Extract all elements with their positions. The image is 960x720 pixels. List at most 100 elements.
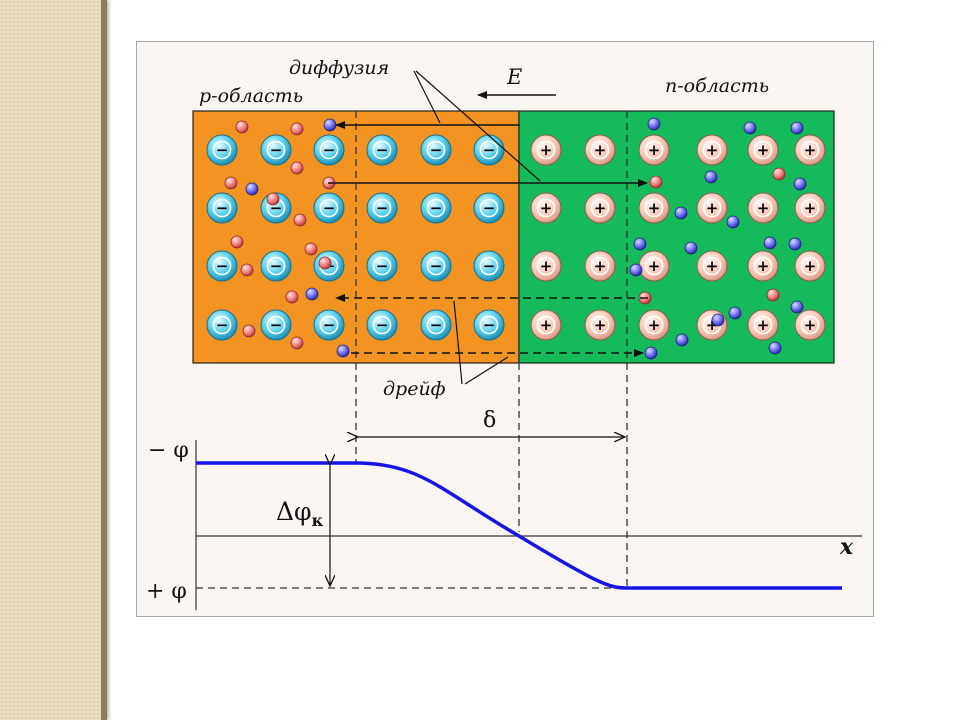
acceptor-ion: −: [313, 134, 345, 166]
acceptor-sign: −: [216, 257, 229, 275]
electron: [305, 287, 319, 301]
acceptor-sign: −: [376, 199, 389, 217]
acceptor-ion: −: [473, 192, 505, 224]
acceptor-ion: −: [260, 250, 292, 282]
acceptor-ion: −: [313, 309, 345, 341]
acceptor-ion: −: [260, 309, 292, 341]
electron: [728, 306, 742, 320]
hole: [290, 336, 304, 350]
hole: [290, 161, 304, 175]
acceptor-sign: −: [323, 141, 336, 159]
donor-ion: +: [638, 192, 670, 224]
donor-ion: +: [584, 192, 616, 224]
hole: [266, 192, 280, 206]
donor-sign: +: [594, 257, 607, 275]
acceptor-ion: −: [473, 309, 505, 341]
acceptor-sign: −: [270, 141, 283, 159]
donor-ions: ++++++++++++++++++++++++: [530, 134, 826, 341]
hole: [240, 263, 254, 277]
acceptor-sign: −: [270, 257, 283, 275]
donor-sign: +: [757, 141, 770, 159]
donor-sign: +: [594, 199, 607, 217]
donor-ion: +: [747, 309, 779, 341]
acceptor-sign: −: [323, 199, 336, 217]
x-axis-label: x: [839, 534, 854, 560]
donor-sign: +: [648, 141, 661, 159]
electron: [629, 263, 643, 277]
donor-sign: +: [804, 199, 817, 217]
hole: [766, 288, 780, 302]
donor-ion: +: [794, 309, 826, 341]
acceptor-ions: −−−−−−−−−−−−−−−−−−−−−−−−: [206, 134, 505, 341]
electron: [793, 177, 807, 191]
acceptor-sign: −: [216, 141, 229, 159]
acceptor-sign: −: [483, 316, 496, 334]
holes: [224, 120, 786, 350]
electron: [647, 117, 661, 131]
donor-ion: +: [747, 134, 779, 166]
electron: [726, 215, 740, 229]
donor-ion: +: [530, 192, 562, 224]
hole: [772, 167, 786, 181]
acceptor-sign: −: [376, 141, 389, 159]
diffusion-label: диффузия: [289, 57, 389, 79]
acceptor-ion: −: [366, 309, 398, 341]
donor-sign: +: [540, 199, 553, 217]
donor-sign: +: [757, 257, 770, 275]
n-region: [518, 110, 835, 364]
donor-ion: +: [530, 309, 562, 341]
electron: [674, 206, 688, 220]
minus-phi-label: − φ: [148, 438, 189, 463]
donor-sign: +: [540, 257, 553, 275]
hole: [224, 176, 238, 190]
sidebar-edge: [101, 0, 107, 720]
electron: [790, 121, 804, 135]
donor-sign: +: [706, 199, 719, 217]
donor-sign: +: [804, 141, 817, 159]
donor-ion: +: [794, 134, 826, 166]
drift-label: дрейф: [383, 378, 446, 400]
donor-sign: +: [540, 141, 553, 159]
donor-sign: +: [757, 199, 770, 217]
donor-sign: +: [804, 257, 817, 275]
donor-ion: +: [696, 192, 728, 224]
electron: [704, 170, 718, 184]
acceptor-sign: −: [430, 257, 443, 275]
donor-ion: +: [584, 250, 616, 282]
acceptor-ion: −: [206, 134, 238, 166]
hole: [318, 256, 332, 270]
acceptor-sign: −: [430, 141, 443, 159]
diffusion-arrows: [328, 121, 648, 187]
donor-sign: +: [804, 316, 817, 334]
donor-ion: +: [584, 134, 616, 166]
acceptor-ion: −: [420, 134, 452, 166]
electron: [336, 344, 350, 358]
acceptor-sign: −: [483, 199, 496, 217]
donor-sign: +: [706, 257, 719, 275]
donor-sign: +: [757, 316, 770, 334]
electron: [644, 346, 658, 360]
acceptor-ion: −: [366, 250, 398, 282]
electrons: [245, 117, 807, 360]
acceptor-ion: −: [420, 192, 452, 224]
acceptor-sign: −: [376, 257, 389, 275]
acceptor-ion: −: [206, 309, 238, 341]
p-region-label: p-область: [199, 85, 303, 107]
acceptor-ion: −: [420, 250, 452, 282]
donor-ion: +: [530, 134, 562, 166]
donor-ion: +: [638, 250, 670, 282]
acceptor-ion: −: [366, 134, 398, 166]
electron: [768, 341, 782, 355]
electron: [711, 313, 725, 327]
width-label: δ: [483, 408, 496, 433]
acceptor-sign: −: [216, 199, 229, 217]
hole: [293, 213, 307, 227]
donor-sign: +: [648, 257, 661, 275]
acceptor-sign: −: [270, 316, 283, 334]
electron: [675, 333, 689, 347]
potential-curve: [196, 461, 842, 590]
donor-ion: +: [794, 192, 826, 224]
electron: [763, 236, 777, 250]
donor-ion: +: [530, 250, 562, 282]
